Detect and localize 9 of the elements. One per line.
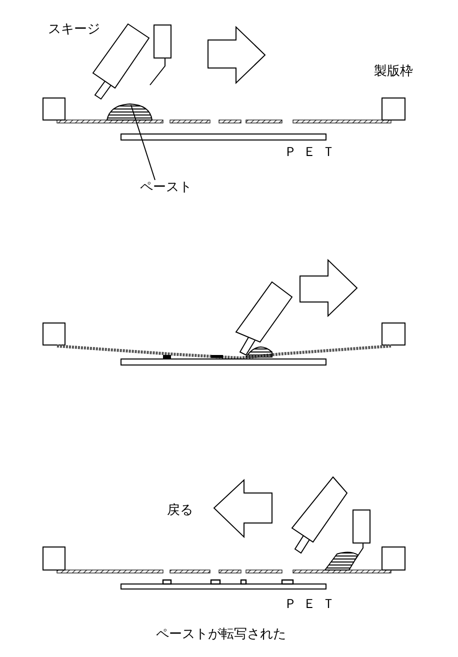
part-label: ペースト: [140, 180, 192, 195]
part-label: スキージ: [48, 22, 100, 37]
leader-line: [130, 104, 156, 180]
caption: ペーストが転写された: [156, 627, 286, 642]
direction-label: 戻る: [167, 503, 193, 518]
material-label: ＰＥＴ: [284, 145, 341, 160]
part-label: 製版枠: [374, 64, 413, 79]
paste-mound: [106, 104, 152, 120]
material-label: ＰＥＴ: [284, 597, 341, 612]
